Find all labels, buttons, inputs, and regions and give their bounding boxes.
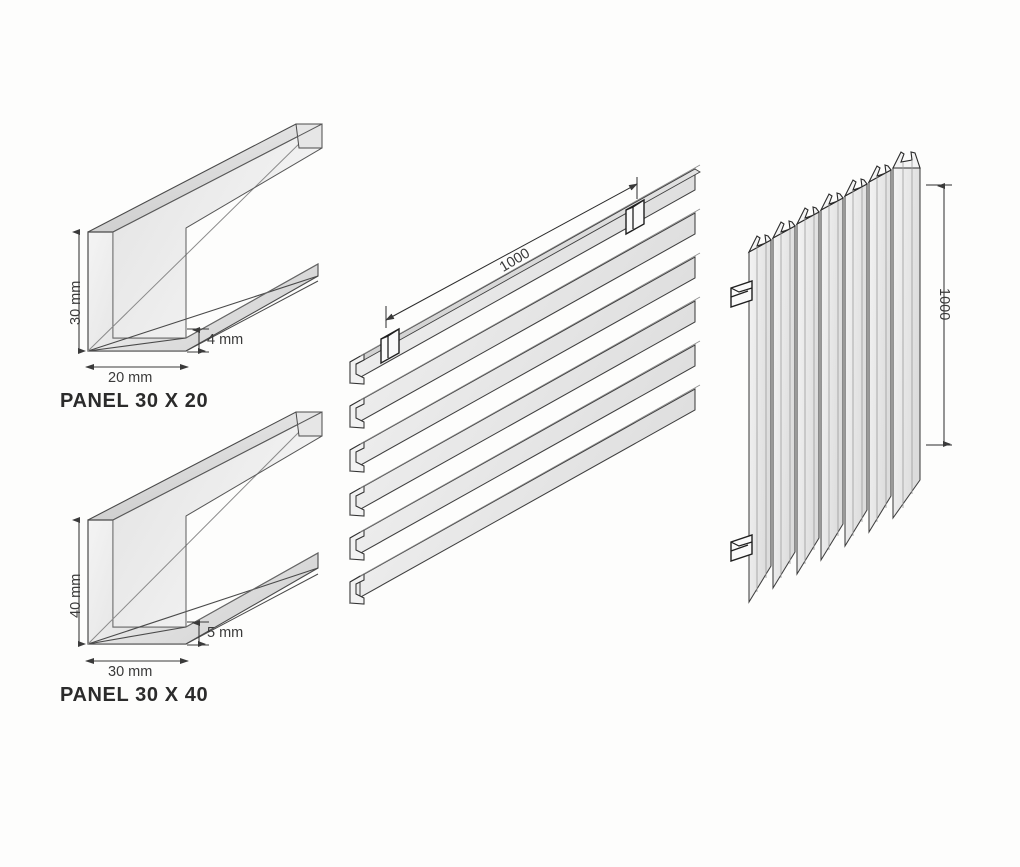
panel-b-body <box>87 411 323 645</box>
panel-b-inner-bottom-edge <box>185 552 319 628</box>
panel-a-inner-top-edge <box>112 123 323 233</box>
panel-b-height-label: 40 mm <box>68 573 84 618</box>
panel-a-width-label: 20 mm <box>108 370 153 386</box>
figure-panel-30x40 <box>72 411 323 664</box>
slat-c-section <box>349 353 365 385</box>
slat-inner-line <box>359 384 701 577</box>
slat-c-section <box>349 441 365 473</box>
horizontal-slat <box>349 384 701 605</box>
slat-face <box>844 183 868 548</box>
panel-a-lip-end <box>295 123 323 149</box>
slat-face <box>820 197 844 562</box>
bracket-inner-edge <box>730 287 753 293</box>
vertical-bracket-top <box>730 280 753 308</box>
panel-b-inner-web <box>112 411 323 628</box>
slat-c-section <box>349 397 365 429</box>
slat-face <box>868 169 892 534</box>
vertical-slat <box>747 234 772 604</box>
horizontal-slats <box>349 164 701 605</box>
panel-a-bottom-edge <box>87 275 319 352</box>
vertical-slat <box>819 192 844 562</box>
panel-b-caption: PANEL 30 X 40 <box>60 684 209 706</box>
panel-a-body <box>87 123 323 352</box>
slat-c-section <box>349 573 365 605</box>
bracket-top-edge <box>380 328 400 340</box>
vertical-bracket-bottom <box>730 534 753 562</box>
panel-b-inner-lip-edge <box>185 435 323 517</box>
horizontal-slat <box>349 296 701 517</box>
bracket-body <box>730 534 753 562</box>
vertical-slat <box>795 206 820 576</box>
panel-a-web-crease <box>87 138 305 352</box>
panel-a-dim-thickness <box>187 327 209 354</box>
figure-vertical-assembly <box>730 151 952 604</box>
panel-b-inner-top-edge <box>112 411 323 521</box>
vertical-length-label: 1000 <box>936 288 952 321</box>
bracket-rib <box>730 544 749 552</box>
slat-face <box>892 167 921 520</box>
vertical-slats <box>747 151 921 604</box>
vertical-dim-1000 <box>926 183 952 447</box>
vertical-slat <box>867 164 892 534</box>
panel-b-web-crease <box>87 426 305 645</box>
panel-a-inner-bottom-edge <box>185 263 319 339</box>
panel-b-lip-end <box>295 411 323 437</box>
panel-b-width-label: 30 mm <box>108 664 153 680</box>
bracket-body <box>730 280 753 308</box>
slat-c-section <box>349 529 365 561</box>
panel-a-caption: PANEL 30 X 20 <box>60 390 209 412</box>
figure-horizontal-assembly <box>349 164 701 605</box>
vertical-slat <box>892 151 921 520</box>
figure-panel-30x20 <box>72 123 323 370</box>
slat-c-section <box>349 485 365 517</box>
vertical-slat <box>771 220 796 590</box>
slat-face <box>796 211 820 576</box>
panel-b-bottom-edge <box>87 567 319 645</box>
panel-b-bottom-edge2 <box>185 573 319 645</box>
panel-a-bottom-edge2 <box>185 280 319 352</box>
panel-a-inner-lip-edge <box>185 147 323 229</box>
vertical-slat <box>843 178 868 548</box>
horizontal-slat <box>349 340 701 561</box>
panel-a-inner-web <box>112 123 323 339</box>
bracket-rib <box>730 290 749 298</box>
slat-inner-line <box>359 340 701 533</box>
horizontal-dim-1000 <box>385 177 638 328</box>
dim-line <box>385 183 638 321</box>
panel-b-thickness-label: 5 mm <box>207 625 244 641</box>
slat-inner-line <box>359 252 701 445</box>
slat-c-section-top <box>892 151 921 169</box>
panel-a-height-label: 30 mm <box>68 280 84 325</box>
slat-face <box>772 225 796 590</box>
panel-a-thickness-label: 4 mm <box>207 332 244 348</box>
panel-b-dim-thickness <box>187 620 209 647</box>
bracket-inner-edge <box>730 541 753 547</box>
horizontal-bracket-left <box>380 327 400 365</box>
slat-inner-line <box>359 296 701 489</box>
